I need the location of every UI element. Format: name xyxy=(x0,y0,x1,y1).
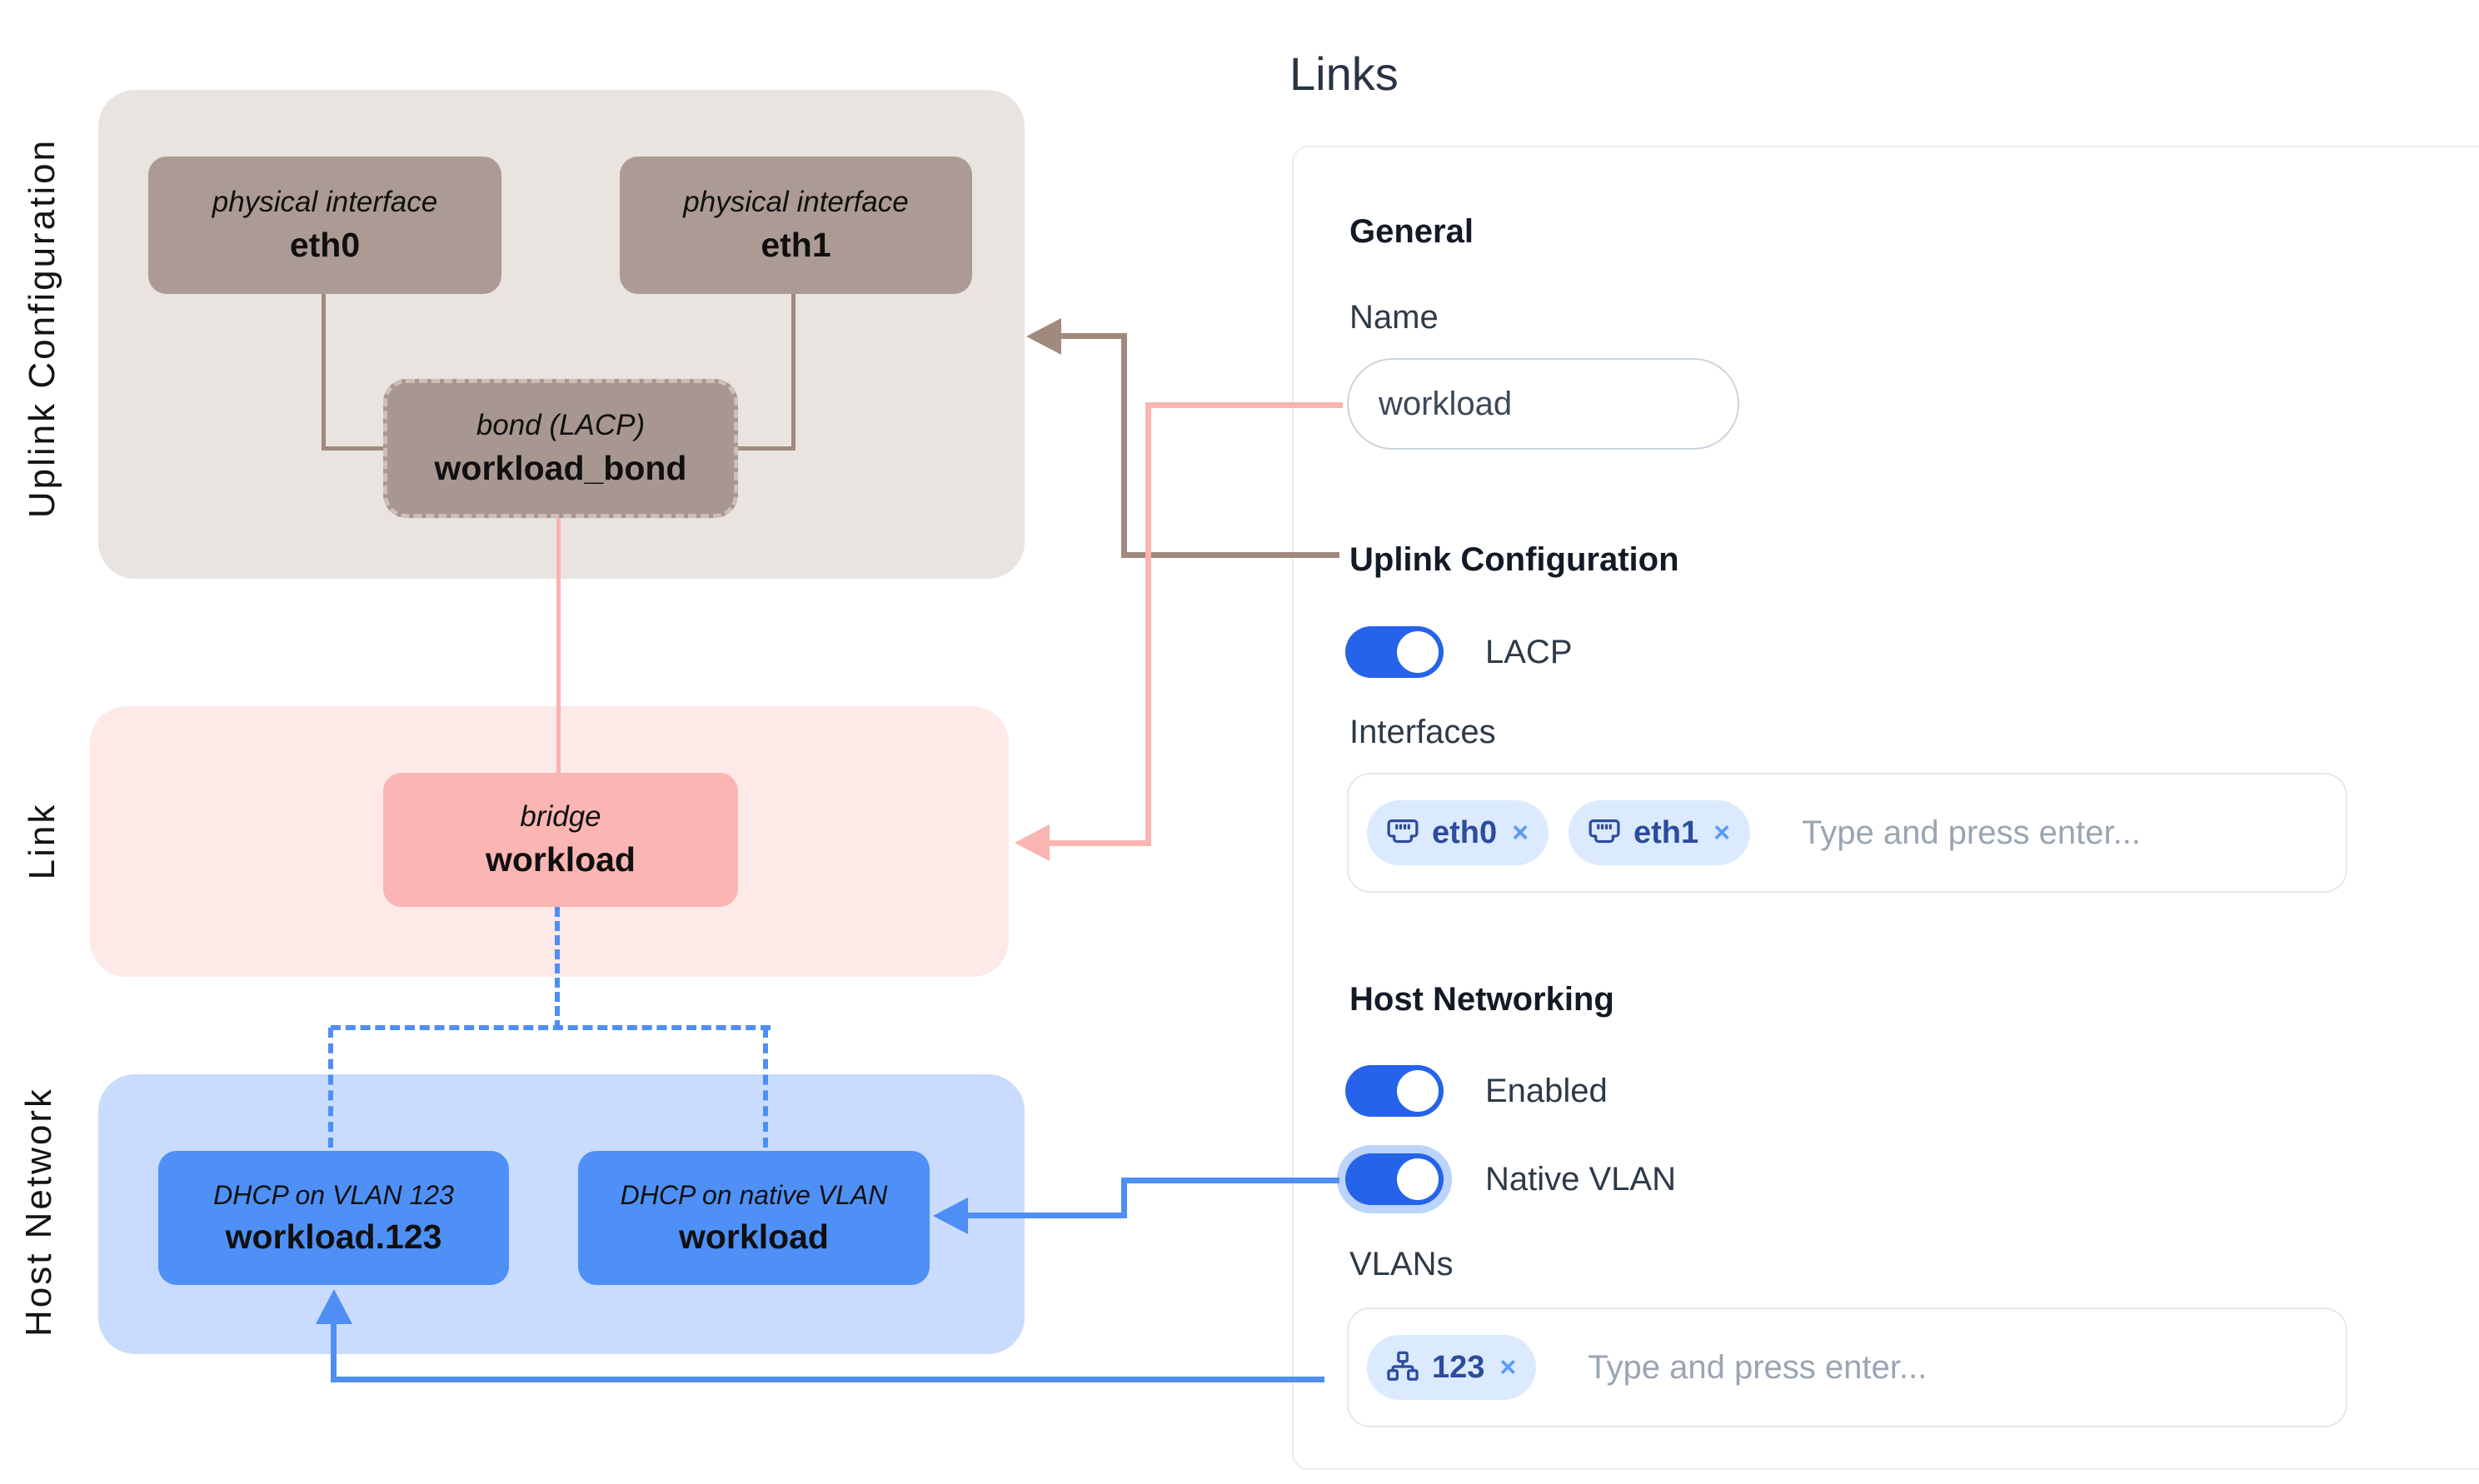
node-type: DHCP on native VLAN xyxy=(620,1179,888,1210)
uplink-arrow-line xyxy=(1058,333,1127,339)
eth1-bond-connector xyxy=(791,294,796,451)
node-workload-native: DHCP on native VLAN workload xyxy=(578,1151,930,1285)
toggle-knob xyxy=(1397,1158,1439,1200)
eth0-bond-connector xyxy=(322,294,326,451)
name-input[interactable] xyxy=(1377,384,1697,424)
vlans-arrow-line xyxy=(331,1377,1324,1382)
vlans-label: VLANs xyxy=(1349,1246,1454,1282)
link-section-label: Link xyxy=(22,802,62,880)
interfaces-input[interactable]: eth0 × eth1 × Type and press enter... xyxy=(1347,773,2347,893)
lacp-toggle-row: LACP xyxy=(1345,626,1573,678)
uplink-section-label: Uplink Configuration xyxy=(22,137,62,519)
chip-remove-icon[interactable]: × xyxy=(1512,816,1529,849)
uplink-arrow-line xyxy=(1121,333,1127,558)
chip-remove-icon[interactable]: × xyxy=(1499,1351,1517,1383)
vlan-chip-123[interactable]: 123 × xyxy=(1367,1335,1537,1400)
dashed-line-to-native xyxy=(763,1028,768,1148)
native-vlan-arrow-line xyxy=(965,1213,1127,1218)
vlans-arrow-line xyxy=(331,1321,337,1382)
uplink-configuration-heading: Uplink Configuration xyxy=(1349,541,1679,578)
bridge-host-dashed-line xyxy=(555,907,560,1030)
node-eth1: physical interface eth1 xyxy=(620,157,972,294)
lacp-toggle[interactable] xyxy=(1345,626,1444,678)
chip-remove-icon[interactable]: × xyxy=(1713,816,1730,849)
ethernet-port-icon xyxy=(1589,819,1620,844)
vlan-tree-icon xyxy=(1387,1351,1419,1381)
eth0-bond-connector xyxy=(322,446,387,451)
native-vlan-arrow-line xyxy=(1127,1178,1339,1183)
native-vlan-arrow-head xyxy=(933,1198,968,1234)
node-bond: bond (LACP) workload_bond xyxy=(383,379,738,518)
general-heading: General xyxy=(1349,213,1474,250)
host-networking-heading: Host Networking xyxy=(1349,981,1614,1018)
page-title: Links xyxy=(1289,47,1399,100)
uplink-arrow-line xyxy=(1121,552,1339,558)
interfaces-label: Interfaces xyxy=(1349,714,1496,750)
name-label: Name xyxy=(1349,299,1439,336)
node-name: workload xyxy=(486,840,636,879)
native-vlan-label: Native VLAN xyxy=(1485,1160,1676,1198)
bridge-host-dashed-line xyxy=(331,1025,771,1030)
lacp-label: LACP xyxy=(1485,633,1573,670)
node-name: workload_bond xyxy=(434,449,687,487)
node-type: bond (LACP) xyxy=(476,409,646,441)
native-vlan-toggle-row: Native VLAN xyxy=(1345,1153,1676,1205)
chip-label: eth0 xyxy=(1432,814,1498,850)
name-input-wrap xyxy=(1347,358,1739,450)
node-type: physical interface xyxy=(683,186,909,218)
interface-chip-eth0[interactable]: eth0 × xyxy=(1367,800,1549,865)
node-type: bridge xyxy=(520,800,601,833)
node-type: physical interface xyxy=(212,186,438,218)
node-workload-123: DHCP on VLAN 123 workload.123 xyxy=(158,1151,509,1285)
ethernet-port-icon xyxy=(1387,819,1419,844)
interface-chip-eth1[interactable]: eth1 × xyxy=(1569,800,1750,865)
native-vlan-toggle[interactable] xyxy=(1345,1153,1444,1205)
chip-label: eth1 xyxy=(1634,814,1699,850)
node-bridge: bridge workload xyxy=(383,773,738,907)
vlans-arrow-head xyxy=(316,1289,352,1324)
interfaces-placeholder[interactable]: Type and press enter... xyxy=(1802,814,2141,851)
native-vlan-arrow-line xyxy=(1121,1178,1127,1218)
name-arrow-line xyxy=(1151,402,1343,408)
enabled-toggle-row: Enabled xyxy=(1345,1065,1608,1117)
enabled-toggle[interactable] xyxy=(1345,1065,1444,1117)
uplink-arrow-head xyxy=(1026,318,1061,355)
enabled-label: Enabled xyxy=(1485,1072,1608,1109)
name-arrow-line xyxy=(1145,402,1151,846)
name-arrow-line xyxy=(1046,840,1151,846)
vlans-placeholder[interactable]: Type and press enter... xyxy=(1588,1348,1928,1386)
bond-bridge-connector xyxy=(556,516,561,774)
host-section-label: Host Network xyxy=(18,1086,59,1337)
chip-label: 123 xyxy=(1432,1349,1485,1385)
toggle-knob xyxy=(1397,1070,1439,1112)
dashed-line-to-vlan123 xyxy=(328,1028,333,1148)
node-name: workload xyxy=(679,1217,829,1256)
node-eth0: physical interface eth0 xyxy=(148,157,501,294)
node-name: workload.123 xyxy=(225,1217,442,1256)
toggle-knob xyxy=(1397,631,1439,673)
node-name: eth1 xyxy=(761,226,831,264)
node-type: DHCP on VLAN 123 xyxy=(213,1179,454,1210)
node-name: eth0 xyxy=(289,226,361,264)
vlans-input[interactable]: 123 × Type and press enter... xyxy=(1347,1307,2347,1427)
eth1-bond-connector xyxy=(735,446,796,451)
name-arrow-head xyxy=(1015,824,1050,861)
